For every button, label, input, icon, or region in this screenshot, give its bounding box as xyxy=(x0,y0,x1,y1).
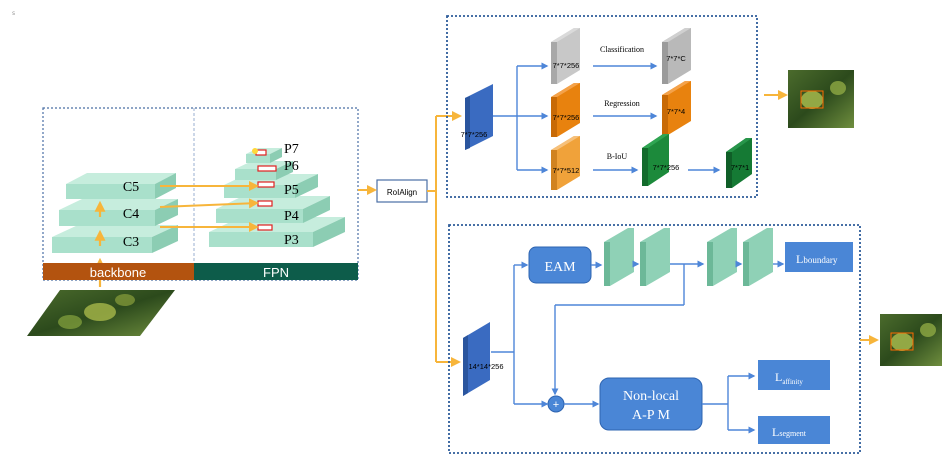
fpn-label-p5: P5 xyxy=(284,183,299,198)
regression-input-label: 7*7*256 xyxy=(553,113,580,122)
classification-label: Classification xyxy=(600,45,644,54)
segmentation-input-label: 14*14*256 xyxy=(468,362,503,371)
detection-head-border xyxy=(446,15,758,198)
fpn-label-p6: P6 xyxy=(284,159,299,174)
segment-loss-label: Lsegment xyxy=(772,425,807,439)
corner-mark: s xyxy=(12,10,16,17)
fpn-level-p3 xyxy=(209,217,345,247)
roi-marker-p4 xyxy=(257,200,273,207)
affinity-loss-box xyxy=(758,360,830,390)
backbone-layer-c5 xyxy=(66,173,176,199)
detection-input-node xyxy=(465,84,493,150)
backbone-stack: C5 C4 C3 xyxy=(52,173,178,287)
fpn-level-p4 xyxy=(216,196,330,223)
layer-label-c3: C3 xyxy=(123,235,139,250)
highlight-dot xyxy=(252,148,258,154)
biou-output-label: 7*7*1 xyxy=(731,163,749,172)
regression-output-label: 7*7*4 xyxy=(667,107,685,116)
regression-branch: 7*7*256 Regression 7*7*4 xyxy=(551,81,691,137)
fpn-label-p4: P4 xyxy=(284,209,299,224)
boundary-loss-box xyxy=(785,242,853,272)
backbone-layer-c4 xyxy=(59,199,178,226)
plus-symbol: + xyxy=(553,399,559,411)
biou-label: B-IoU xyxy=(607,152,628,161)
layer-label-c5: C5 xyxy=(123,180,139,195)
fpn-label-p7: P7 xyxy=(284,142,299,157)
layer-label-c4: C4 xyxy=(123,207,139,222)
classification-branch: 7*7*256 Classification 7*7*C xyxy=(551,28,691,84)
segment-loss-box xyxy=(758,416,830,444)
input-image xyxy=(27,290,175,336)
biou-mid-label: 7*7*256 xyxy=(653,163,680,172)
roi-marker-p5 xyxy=(257,181,275,188)
fpn-label: FPN xyxy=(263,265,289,280)
segmentation-output-image xyxy=(880,314,942,366)
roialign-label: RoIAlign xyxy=(387,188,417,197)
backbone-label: backbone xyxy=(90,265,146,280)
eam-label: EAM xyxy=(544,260,576,275)
classification-input-label: 7*7*256 xyxy=(553,61,580,70)
biou-branch: 7*7*512 B-IoU 7*7*256 7*7*1 xyxy=(551,134,752,190)
detection-head-panel: 7*7*256 7*7*256 Classification 7*7*C 7*7… xyxy=(446,15,758,198)
segmentation-input-node xyxy=(463,322,490,396)
biou-input-label: 7*7*512 xyxy=(553,166,580,175)
boundary-loss-label: Lboundary xyxy=(796,252,838,266)
fpn-band xyxy=(194,263,358,280)
detection-input-label: 7*7*256 xyxy=(461,130,488,139)
nonlocal-label-line1: Non-local xyxy=(623,389,679,404)
regression-label: Regression xyxy=(604,99,640,108)
classification-output-label: 7*7*C xyxy=(666,54,686,63)
nonlocal-label-line2: A-P M xyxy=(632,408,671,423)
backbone-layer-c3 xyxy=(52,225,178,253)
backbone-fpn-panel: C5 C4 C3 xyxy=(42,107,359,287)
detection-output-image xyxy=(788,70,854,128)
fpn-stack: P7 P6 P5 P4 P3 xyxy=(209,142,345,248)
segmentation-head-panel: 14*14*256 EAM Lboundary xyxy=(448,224,861,454)
fpn-label-p3: P3 xyxy=(284,233,299,248)
roi-marker-p3 xyxy=(257,224,273,231)
backbone-band xyxy=(43,263,194,280)
eam-feature-maps xyxy=(604,228,785,286)
roi-marker-p6 xyxy=(257,165,277,172)
affinity-loss-label: Laffinity xyxy=(775,370,803,386)
